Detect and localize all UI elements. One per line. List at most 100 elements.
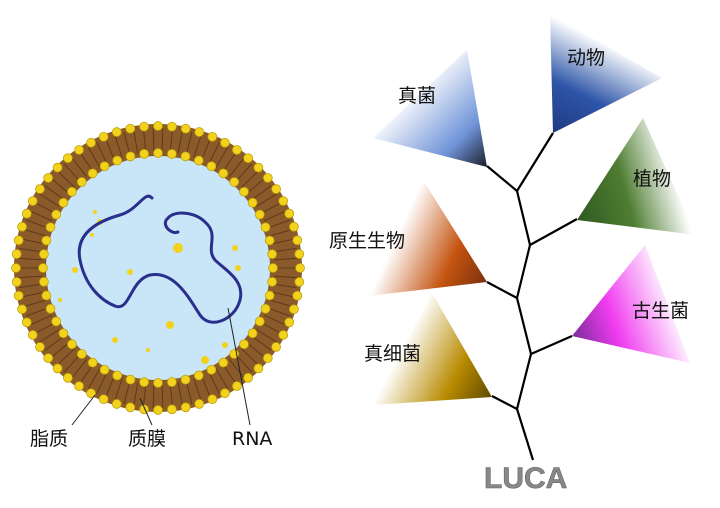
lipid-tail [87,368,101,390]
lipid-tail [273,257,298,261]
lipid-head [51,209,62,220]
lipid-head [112,155,123,166]
lipid-head [125,374,136,385]
lipid-head [292,290,303,301]
clade-bacteria [373,293,492,405]
lipid-head [51,316,62,327]
lipid-head [86,388,96,399]
lipid-head [243,372,253,383]
lipid-tail [269,228,293,237]
lipid-head [207,131,218,142]
lipid-head [139,121,149,132]
lipid-head [52,162,63,173]
lipid-tail [256,193,277,207]
molecule-dot [166,321,174,329]
lipid-tail [263,314,287,326]
lipid-head [17,304,27,315]
lipid-tail [251,335,272,351]
lipid-tail [96,372,108,395]
label-fungi: 真菌 [398,85,436,107]
lipid-head [35,342,45,352]
lipid-tail [26,307,50,317]
lipid-tail [241,348,260,366]
lipid-head [17,221,27,232]
lipid-head [139,377,149,388]
lipid-head [294,249,305,259]
label-rna: RNA [232,428,272,450]
lipid-head [260,303,271,314]
lipid-head [180,123,191,134]
lipid-tail [142,128,147,153]
lipid-tail [271,291,296,298]
lipid-head [218,357,229,368]
lipid-head [289,304,299,315]
lipid-head [229,177,240,187]
lipid-head [153,121,163,131]
lipid-head [193,155,204,166]
lipid-head [254,316,265,327]
molecule-dot [58,298,62,302]
lipid-head [264,235,275,246]
lipid-tail [142,383,147,408]
lipid-head [247,197,258,208]
lipid-tail [133,382,139,406]
lipid-head [87,168,98,179]
lipid-head [167,377,177,388]
lipid-tail [56,170,75,188]
lipid-head [260,222,271,233]
lipid-head [180,374,191,385]
lipid-head [206,364,217,375]
lipid-head [294,277,305,287]
lipid-tail [39,193,60,207]
lipid-tail [169,383,174,408]
label-luca: LUCA [484,462,567,495]
lipid-head [232,145,242,155]
lipid-head [239,339,249,350]
label-bacteria: 真细菌 [364,343,421,365]
lipid-head [27,196,38,206]
lipid-tail [246,177,266,194]
molecule-dot [112,337,118,343]
lipid-head [21,208,32,219]
label-lipid: 脂质 [30,428,68,450]
branch-archaea [530,334,573,356]
lipid-head [111,127,122,137]
lipid-tail [177,130,183,154]
lipid-head [76,349,87,359]
tree-trunk [515,132,554,461]
clade-fungi [373,50,487,167]
molecule-dot [235,265,241,271]
protocell: 脂质 质膜 RNA [11,121,305,450]
lipid-head [98,394,109,405]
label-animals: 动物 [567,47,605,69]
lipid-head [52,363,63,374]
lipid-head [111,399,122,409]
lipid-head [218,168,229,179]
lipid-head [11,277,22,287]
rna-strand [77,194,243,324]
lipid-head [43,173,54,183]
lipid-tail [169,128,174,153]
lipid-tail [271,238,296,245]
lipid-head [243,153,253,164]
membrane-leader-line [139,397,153,426]
clade-archaea [572,245,690,363]
lipid-tail [105,375,116,398]
lipid-tail [23,299,47,308]
lipid-tail [263,210,287,222]
branch-plants [529,218,578,246]
lipid-tail [269,299,293,308]
lipid-tail [235,163,253,183]
lipid-head [74,145,84,155]
lipid-tail [246,342,266,359]
lipid-tail [229,359,245,379]
lipid-head [11,249,22,259]
lipid-tail [23,228,47,237]
molecule-dot [72,267,78,273]
lipid-head [220,388,230,399]
label-membrane: 质膜 [128,428,166,450]
lipid-head [76,177,87,187]
lipid-tail [260,322,282,335]
lipid-tail [260,201,282,214]
molecule-dot [173,243,183,253]
